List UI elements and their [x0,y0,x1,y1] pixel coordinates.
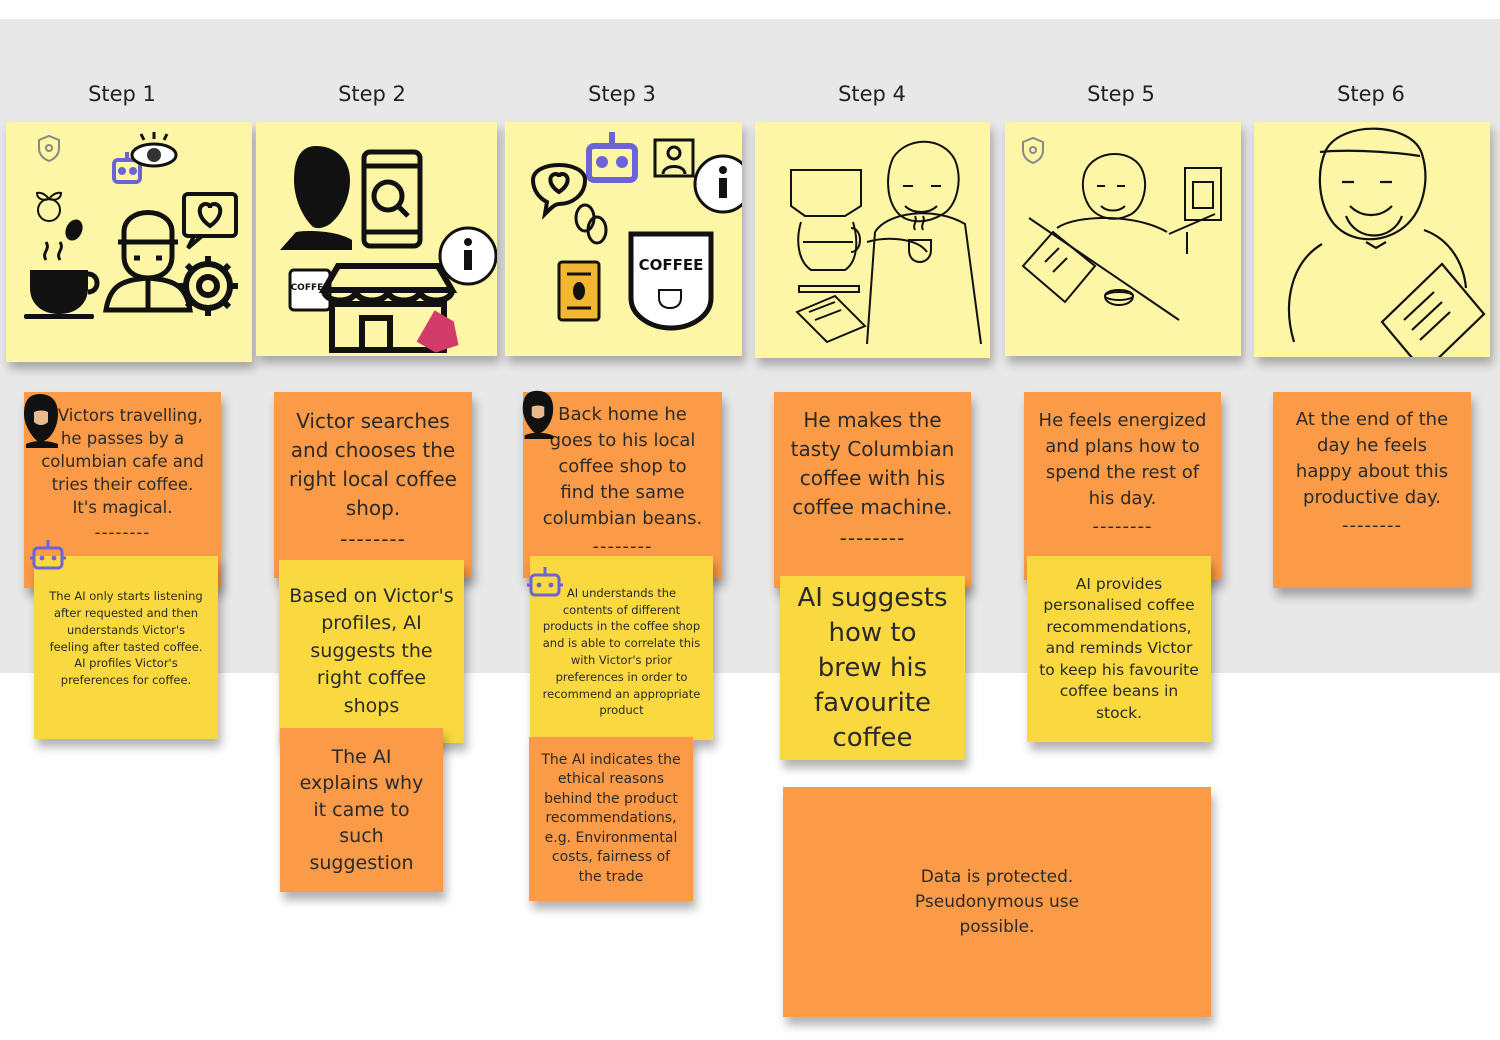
store-icon [318,263,458,353]
step-2-ai-explain-text: The AI explains why it came to such sugg… [299,745,424,874]
step-5-separator: -------- [1092,516,1153,537]
step-4-story-text: He makes the tasty Columbian coffee with… [790,407,955,519]
robot-icon [586,132,638,183]
step-4-ai-text: AI suggests how to brew his favourite co… [797,582,948,753]
coffee-bean-icon [65,219,83,241]
step-6-separator: -------- [1342,515,1402,536]
heart-bubble-icon [530,163,588,220]
step-2-story-note[interactable]: Victor searches and chooses the right lo… [274,392,472,578]
shield-icon [38,134,60,163]
step-5-story-note[interactable]: He feels energized and plans how to spen… [1024,392,1221,580]
coffee-cup-icon [24,241,100,319]
step-1-story-note[interactable]: n Victors travelling, he passes by a col… [24,392,221,588]
phone-search-icon [361,149,423,249]
step-5-sketch-note[interactable] [1005,122,1241,356]
gear-icon [178,256,238,316]
victor-avatar-icon [280,146,352,250]
victor-avatar-icon [522,390,554,440]
robot-icon [30,540,66,570]
victor-sketch-icon [1056,153,1168,233]
data-protection-note[interactable]: Data is protected. Pseudonymous use poss… [783,787,1211,1017]
step-4-ai-note[interactable]: AI suggests how to brew his favourite co… [780,576,965,760]
barista-icon [103,210,193,313]
step-3-sketch-note[interactable]: COFFEE [505,122,742,356]
step-5-ai-text: AI provides personalised coffee recommen… [1039,574,1199,722]
step-6-sketch [1287,127,1486,357]
coffee-sign-text-2: COFFEE [639,256,704,274]
info-icon [693,154,742,214]
victor-sketch-icon [1287,127,1468,343]
step-1-title: Step 1 [88,82,156,106]
globe-sprout-icon [35,191,63,222]
step-2-ai-explain-note[interactable]: The AI explains why it came to such sugg… [280,728,443,892]
shield-icon [1022,136,1044,165]
step-1-separator: -------- [94,523,151,542]
coffee-bean-icon [574,203,608,245]
victor-avatar-icon [24,394,58,448]
step-4-story-note[interactable]: He makes the tasty Columbian coffee with… [774,392,971,588]
notebook-icon [795,294,867,344]
step-3-ai-text: AI understands the contents of different… [542,585,701,718]
paper-icon [1021,230,1097,304]
step-3-sketch: COFFEE [530,132,742,331]
coffee-machine-icon [790,169,862,293]
info-icon [438,226,497,286]
step-5-title: Step 5 [1087,82,1155,106]
step-6-title: Step 6 [1337,82,1405,106]
coffee-machine-icon [1184,167,1222,254]
step-2-ai-note[interactable]: Based on Victor's profiles, AI suggests … [279,560,464,743]
step-1-ai-text: The AI only starts listening after reque… [49,589,203,688]
step-5-story-text: He feels energized and plans how to spen… [1038,410,1207,509]
step-2-ai-text: Based on Victor's profiles, AI suggests … [289,584,454,717]
step-2-title: Step 2 [338,82,406,106]
step-1-ai-note[interactable]: The AI only starts listening after reque… [34,556,218,739]
step-1-story-text: n Victors travelling, he passes by a col… [41,406,204,517]
step-2-story-text: Victor searches and chooses the right lo… [289,408,457,520]
robot-icon [527,567,563,597]
step-5-sketch [1021,136,1222,321]
coffee-bag-icon [557,260,601,322]
step-3-ai-ethics-note[interactable]: The AI indicates the ethical reasons beh… [529,737,693,901]
coffee-sign-icon: COFFEE [628,231,714,331]
step-3-ai-ethics-text: The AI indicates the ethical reasons beh… [541,751,681,885]
desk-line-icon [1028,213,1216,321]
step-2-sketch: COFFEE [280,146,497,353]
eye-icon [130,132,178,168]
paper-icon [1380,262,1486,357]
step-1-sketch [24,132,238,319]
step-3-title: Step 3 [588,82,656,106]
step-6-sketch-note[interactable] [1254,122,1490,357]
step-1-sketch-note[interactable] [6,122,252,362]
step-4-sketch-note[interactable] [755,122,990,358]
step-4-separator: -------- [839,525,906,550]
step-3-story-note[interactable]: Back home he goes to his local coffee sh… [523,392,722,578]
victor-sketch-icon [866,140,982,345]
step-3-separator: -------- [592,536,653,557]
heart-bubble-icon [182,192,238,250]
coffee-cup-icon [1103,289,1135,306]
step-3-story-text: Back home he goes to his local coffee sh… [542,404,703,529]
step-4-sketch [790,140,982,345]
coffee-sign-text: COFFEE [291,283,330,293]
profile-scan-icon [653,138,695,178]
step-2-separator: -------- [340,526,406,551]
price-tag-icon [416,310,459,353]
step-6-story-text: At the end of the day he feels happy abo… [1295,409,1449,508]
step-5-ai-note[interactable]: AI provides personalised coffee recommen… [1027,556,1211,742]
data-protection-text: Data is protected. Pseudonymous use poss… [914,866,1080,937]
robot-icon [112,152,142,184]
step-4-title: Step 4 [838,82,906,106]
step-2-sketch-note[interactable]: COFFEE [256,122,497,356]
step-6-story-note[interactable]: At the end of the day he feels happy abo… [1273,392,1471,588]
step-3-ai-note[interactable]: AI understands the contents of different… [530,556,713,740]
